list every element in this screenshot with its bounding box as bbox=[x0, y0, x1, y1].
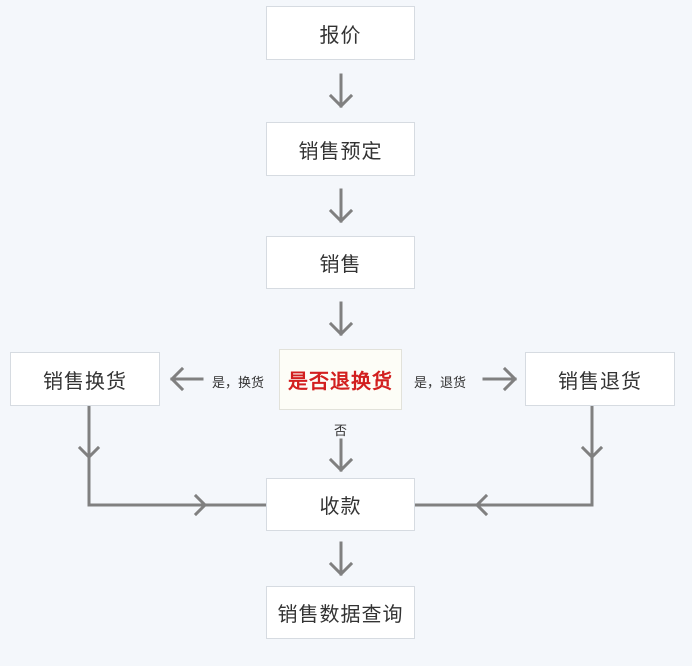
edge-label-no: 否 bbox=[334, 424, 348, 439]
edge-label-yes-exchange: 是，换货 bbox=[212, 376, 265, 391]
arrow-return-to-payment bbox=[413, 403, 604, 517]
node-sales-data-query: 销售数据查询 bbox=[266, 586, 415, 639]
arrow-payment-to-query bbox=[328, 541, 354, 577]
edge-label-yes-return: 是，退货 bbox=[414, 376, 467, 391]
node-return-exchange-decision: 是否退换货 bbox=[279, 349, 402, 410]
arrow-exchange-to-payment bbox=[77, 403, 268, 517]
node-sales-reservation: 销售预定 bbox=[266, 122, 415, 176]
arrow-decision-to-payment bbox=[328, 438, 354, 473]
node-quote: 报价 bbox=[266, 6, 415, 60]
arrow-quote-to-reservation bbox=[328, 73, 354, 109]
arrow-sales-to-decision bbox=[328, 301, 354, 337]
node-sales-return: 销售退货 bbox=[525, 352, 675, 406]
node-sales: 销售 bbox=[266, 236, 415, 289]
node-sales-exchange: 销售换货 bbox=[10, 352, 160, 406]
arrow-decision-to-return bbox=[482, 366, 518, 392]
arrow-decision-to-exchange bbox=[169, 366, 204, 392]
arrow-reservation-to-sales bbox=[328, 188, 354, 224]
node-payment-collection: 收款 bbox=[266, 478, 415, 531]
